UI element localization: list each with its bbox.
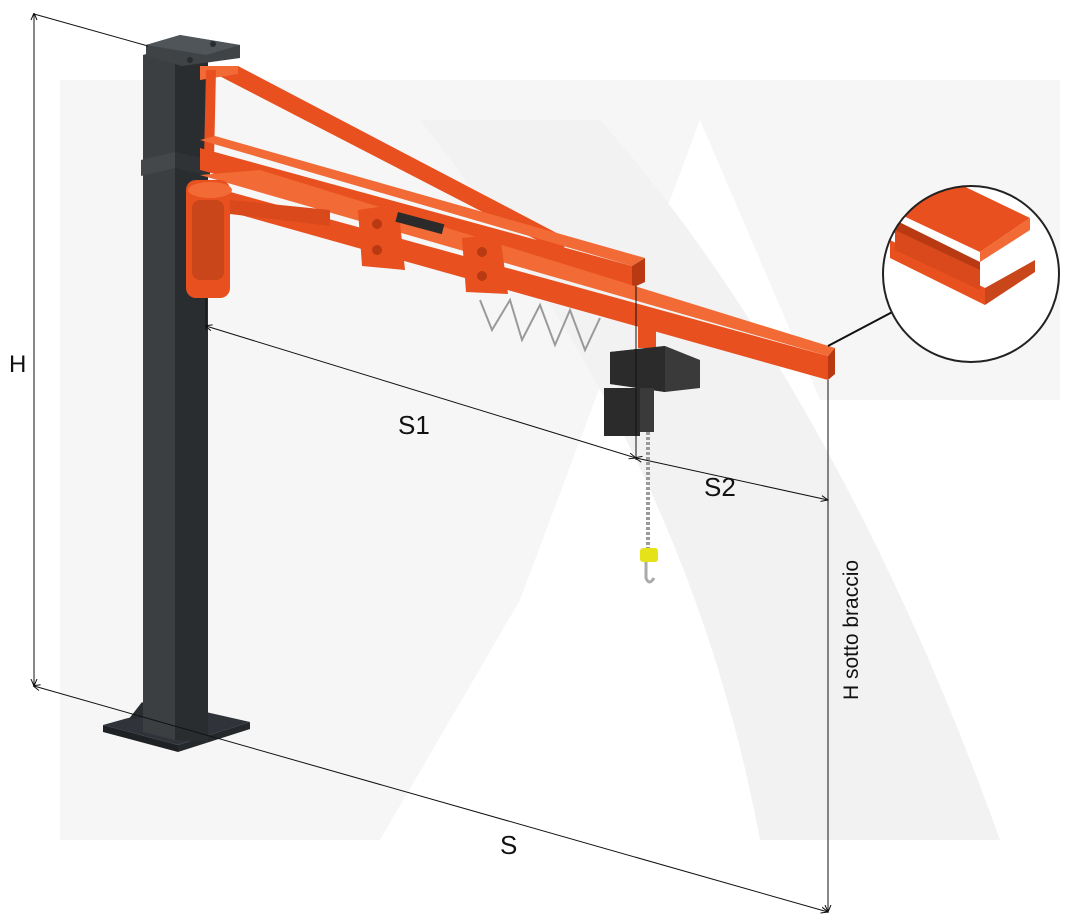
dim-label-h: H	[9, 351, 26, 378]
jib-arm	[186, 66, 835, 380]
dim-label-s2: S2	[704, 472, 736, 502]
dim-s2-line	[636, 458, 828, 500]
dim-s-line	[34, 686, 828, 912]
dim-h-top-ext	[33, 13, 149, 47]
dimension-lines	[34, 14, 828, 912]
dim-label-s: S	[500, 830, 517, 860]
dim-label-s1: S1	[398, 410, 430, 440]
dim-s1-line	[206, 326, 636, 458]
dim-label-h-under-arm: H sotto braccio	[840, 560, 863, 700]
